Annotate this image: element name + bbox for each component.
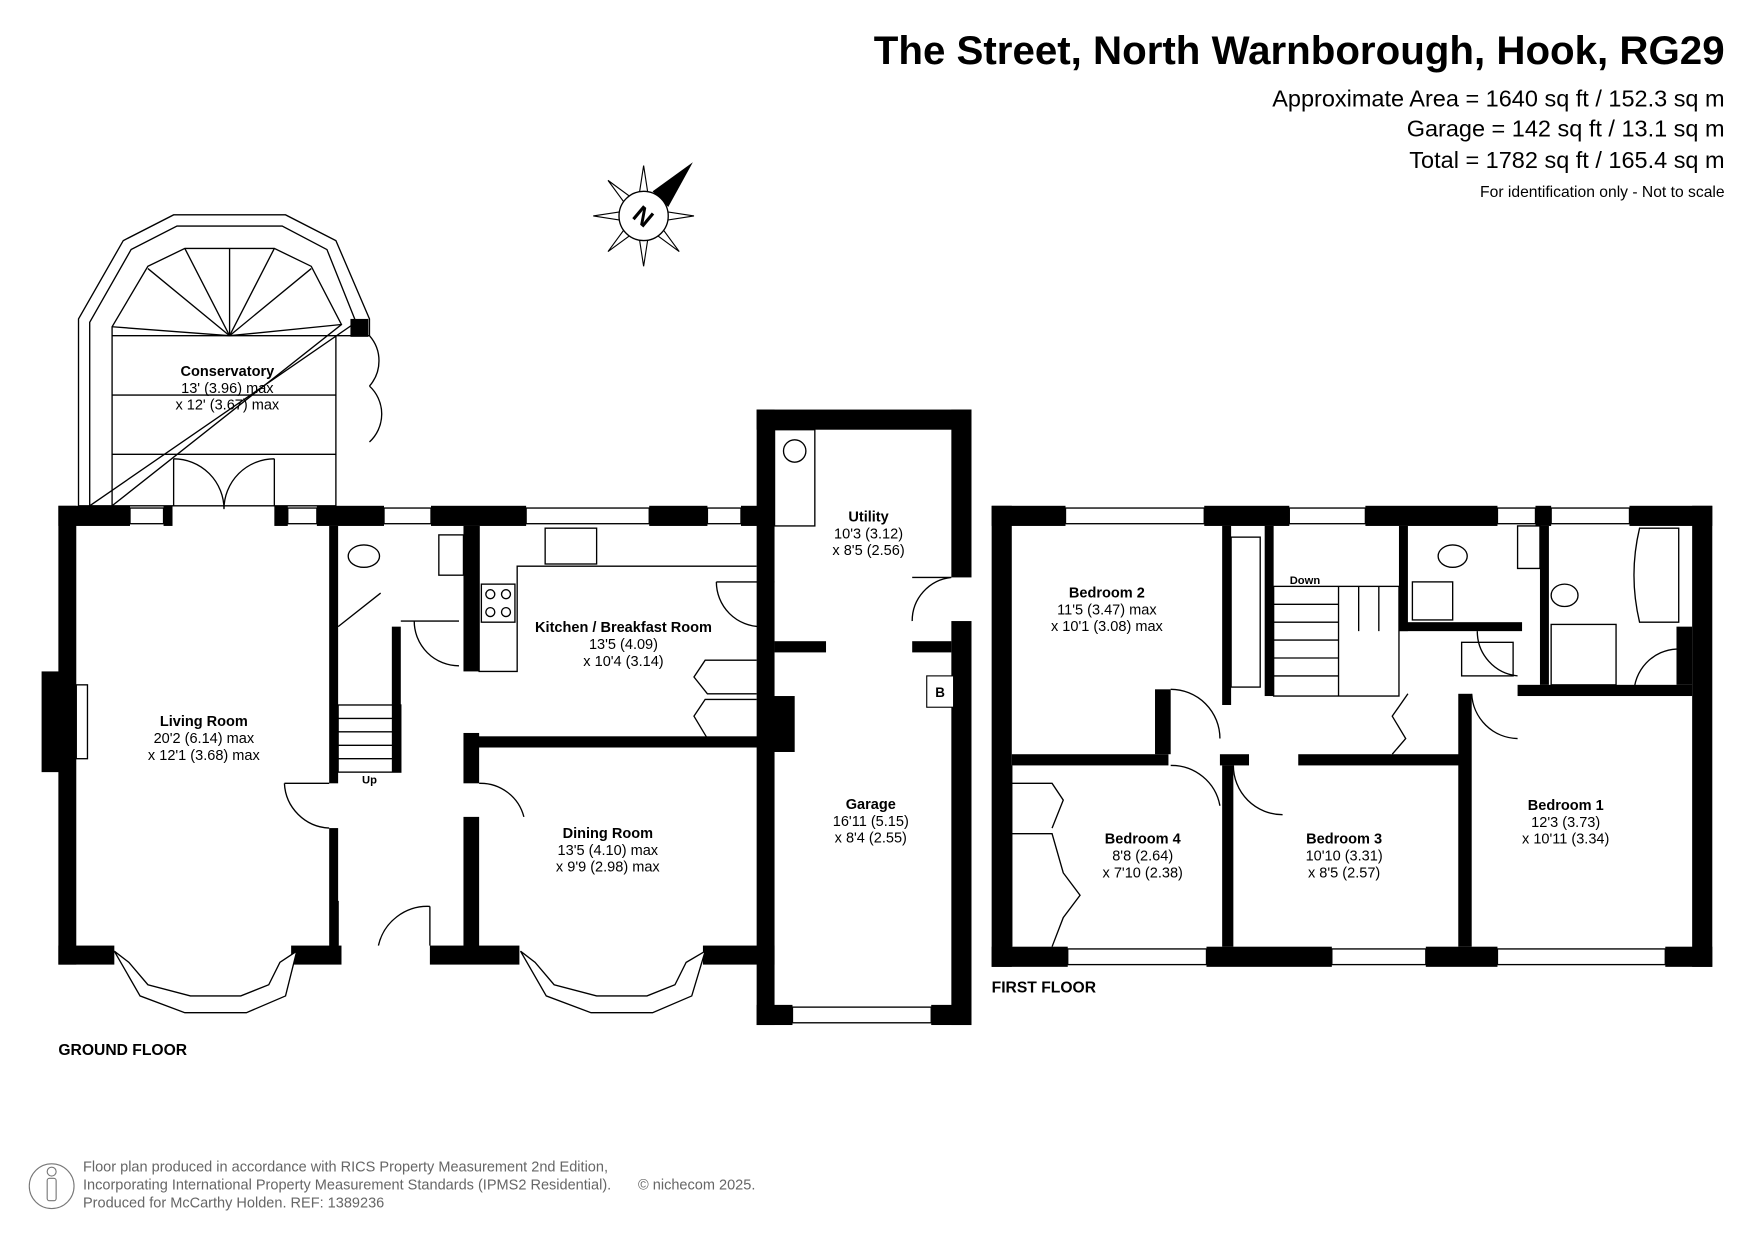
- room-dimension: 10'10 (3.31): [1306, 849, 1383, 865]
- room-name: Bedroom 2: [1069, 586, 1145, 602]
- room-dimension: x 8'5 (2.56): [832, 543, 904, 559]
- conservatory-outline: [77, 214, 383, 510]
- room-dining-room: Dining Room 13'5 (4.10) max x 9'9 (2.98)…: [556, 826, 660, 876]
- first-floor-label: FIRST FLOOR: [992, 980, 1096, 997]
- ground-floor-label: GROUND FLOOR: [58, 1042, 187, 1059]
- room-name: Bedroom 4: [1105, 832, 1181, 848]
- room-dimension: x 12'1 (3.68) max: [148, 748, 261, 764]
- stairs-first: [1272, 585, 1400, 697]
- room-dimension: 8'8 (2.64): [1112, 849, 1173, 865]
- room-dimension: 16'11 (5.15): [833, 814, 909, 830]
- room-bedroom-3: Bedroom 3 10'10 (3.31) x 8'5 (2.57): [1306, 832, 1383, 882]
- room-dimension: 13'5 (4.10) max: [558, 843, 659, 859]
- room-dimension: x 7'10 (2.38): [1103, 865, 1183, 881]
- room-dimension: x 8'5 (2.57): [1308, 865, 1380, 881]
- room-name: Bedroom 3: [1306, 832, 1382, 848]
- room-living-room: Living Room 20'2 (6.14) max x 12'1 (3.68…: [148, 714, 261, 764]
- stairs-up-label: Up: [362, 774, 377, 786]
- room-dimension: x 10'4 (3.14): [583, 654, 663, 670]
- room-name: Conservatory: [181, 364, 275, 380]
- approx-area: Approximate Area = 1640 sq ft / 152.3 sq…: [1272, 85, 1724, 111]
- stairs-down-label: Down: [1290, 575, 1321, 587]
- room-dimension: 20'2 (6.14) max: [154, 731, 255, 747]
- footer-line-3: Produced for McCarthy Holden. REF: 13892…: [83, 1195, 384, 1211]
- total-area: Total = 1782 sq ft / 165.4 sq m: [1409, 147, 1724, 173]
- room-dimension: x 10'11 (3.34): [1522, 832, 1609, 848]
- room-utility: Utility 10'3 (3.12) x 8'5 (2.56): [832, 509, 904, 559]
- room-kitchen: Kitchen / Breakfast Room 13'5 (4.09) x 1…: [535, 620, 712, 670]
- disclaimer: For identification only - Not to scale: [1480, 184, 1725, 201]
- room-garage: Garage 16'11 (5.15) x 8'4 (2.55): [833, 797, 909, 847]
- room-name: Living Room: [160, 714, 248, 730]
- room-dimension: x 12' (3.67) max: [175, 398, 279, 414]
- room-dimension: x 8'4 (2.55): [835, 831, 907, 847]
- room-name: Utility: [848, 509, 888, 525]
- room-bedroom-1: Bedroom 1 12'3 (3.73) x 10'11 (3.34): [1522, 798, 1609, 848]
- room-dimension: x 9'9 (2.98) max: [556, 860, 660, 876]
- footer-line-1: Floor plan produced in accordance with R…: [83, 1160, 608, 1176]
- room-name: Dining Room: [563, 826, 653, 842]
- compass-icon: N: [593, 162, 695, 267]
- room-dimension: 12'3 (3.73): [1531, 815, 1600, 831]
- boiler-label: B: [935, 685, 945, 700]
- property-title: The Street, North Warnborough, Hook, RG2…: [874, 28, 1725, 73]
- room-dimension: x 10'1 (3.08) max: [1051, 619, 1164, 635]
- room-conservatory: Conservatory 13' (3.96) max x 12' (3.67)…: [175, 364, 279, 414]
- room-name: Kitchen / Breakfast Room: [535, 620, 712, 636]
- person-icon: [28, 1163, 75, 1210]
- stairs-ground: [337, 626, 402, 773]
- room-bedroom-4: Bedroom 4 8'8 (2.64) x 7'10 (2.38): [1103, 832, 1183, 882]
- room-name: Bedroom 1: [1528, 798, 1604, 814]
- room-dimension: 10'3 (3.12): [834, 526, 903, 542]
- first-floor-plan: [991, 505, 1713, 967]
- room-name: Garage: [846, 797, 896, 813]
- footer-copyright: © nichecom 2025.: [638, 1178, 755, 1194]
- footer-line-2: Incorporating International Property Mea…: [83, 1178, 611, 1194]
- garage-area: Garage = 142 sq ft / 13.1 sq m: [1407, 116, 1725, 142]
- ground-floor-plan: [41, 214, 972, 1026]
- room-dimension: 13'5 (4.09): [589, 637, 658, 653]
- room-dimension: 13' (3.96) max: [181, 381, 274, 397]
- room-dimension: 11'5 (3.47) max: [1057, 602, 1157, 618]
- room-bedroom-2: Bedroom 2 11'5 (3.47) max x 10'1 (3.08) …: [1051, 586, 1164, 636]
